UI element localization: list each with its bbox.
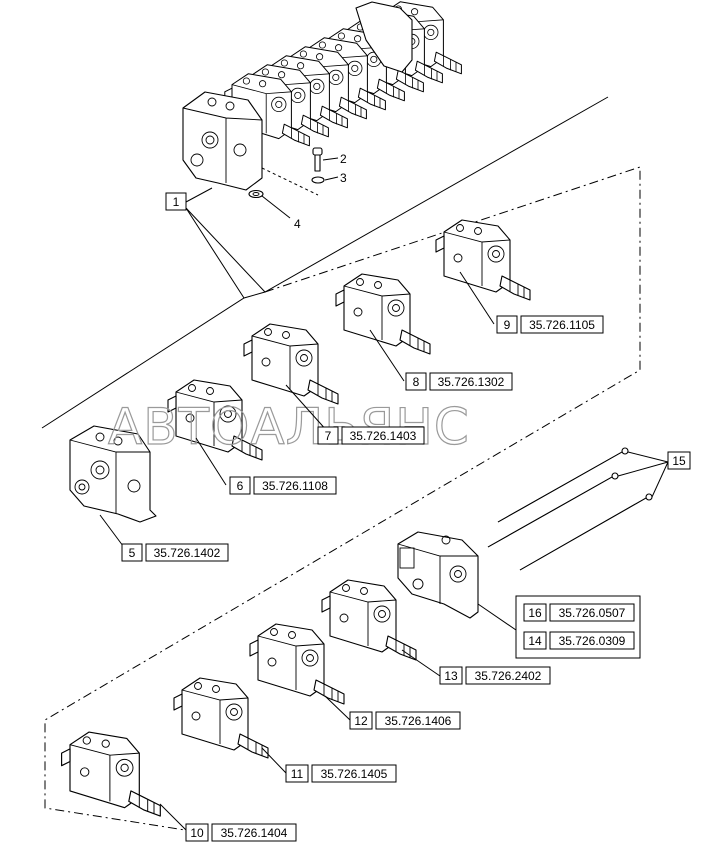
callout-9: 9 35.726.1105 [496, 315, 604, 334]
callout-5-code: 35.726.1402 [154, 546, 221, 560]
valve-section-13 [321, 579, 417, 661]
callout-16-code: 35.726.0507 [559, 606, 626, 620]
stack-end-cover [355, 1, 413, 73]
callout-8: 8 35.726.1302 [405, 372, 513, 391]
callout-12: 12 35.726.1406 [349, 711, 461, 730]
callout-6: 6 35.726.1108 [229, 476, 337, 495]
callout-14-number: 14 [528, 634, 542, 648]
callout-6-number: 6 [237, 479, 244, 493]
callout-12-code: 35.726.1406 [385, 714, 452, 728]
callout-7: 7 35.726.1403 [317, 426, 425, 445]
callout-11-number: 11 [291, 767, 304, 781]
callout-11-code: 35.726.1405 [321, 767, 388, 781]
washer-3 [311, 176, 325, 184]
label-2: 2 [340, 152, 347, 166]
callout-1: 1 [165, 192, 187, 211]
group1-leader [185, 187, 213, 203]
group1-leader [185, 207, 266, 293]
callout-9-number: 9 [504, 318, 511, 332]
valve-section-12 [249, 623, 345, 705]
callout-14: 14 35.726.0309 [523, 631, 635, 650]
callout-10-number: 10 [190, 826, 204, 840]
valve-section-9 [435, 219, 531, 301]
valve-section-11 [173, 677, 269, 759]
callout-13: 13 35.726.2402 [439, 666, 551, 685]
callout-14-code: 35.726.0309 [559, 634, 626, 648]
callout-9-code: 35.726.1105 [529, 318, 595, 332]
callout-15: 15 [667, 451, 691, 470]
callout-10: 10 35.726.1404 [185, 823, 297, 842]
callout-8-number: 8 [413, 375, 420, 389]
callout-7-code: 35.726.1403 [350, 429, 417, 443]
callout-16: 16 35.726.0507 [523, 603, 635, 622]
outlet-cover-14-16 [397, 531, 479, 619]
callout-5: 5 35.726.1402 [121, 543, 229, 562]
label-4: 4 [294, 217, 301, 231]
callout-15-number: 15 [672, 454, 686, 468]
inlet-block-5 [69, 425, 157, 523]
valve-section-8 [335, 273, 431, 355]
callout-16-number: 16 [528, 606, 542, 620]
callout-13-number: 13 [444, 669, 458, 683]
valve-stack-assembly [182, 1, 462, 191]
callout-6-code: 35.726.1108 [262, 479, 328, 493]
callout-1-number: 1 [173, 195, 180, 209]
callout-8-code: 35.726.1302 [438, 375, 505, 389]
group-dashed-outline [44, 166, 641, 831]
rods-15 [487, 447, 669, 571]
bolt-2 [312, 147, 323, 172]
label-3: 3 [340, 171, 347, 185]
callout-13-code: 35.726.2402 [475, 669, 542, 683]
valve-section-7 [243, 323, 339, 405]
callout-11: 11 35.726.1405 [285, 764, 397, 783]
callout-12-number: 12 [354, 714, 368, 728]
inlet-block [182, 91, 263, 191]
callout-7-number: 7 [325, 429, 332, 443]
group1-leader [185, 207, 245, 299]
callout-5-number: 5 [129, 546, 136, 560]
washer-4 [248, 189, 264, 199]
divider-line [41, 96, 609, 429]
valve-section-10 [61, 731, 161, 817]
callout-10-code: 35.726.1404 [221, 826, 288, 840]
valve-section-6 [167, 379, 263, 461]
